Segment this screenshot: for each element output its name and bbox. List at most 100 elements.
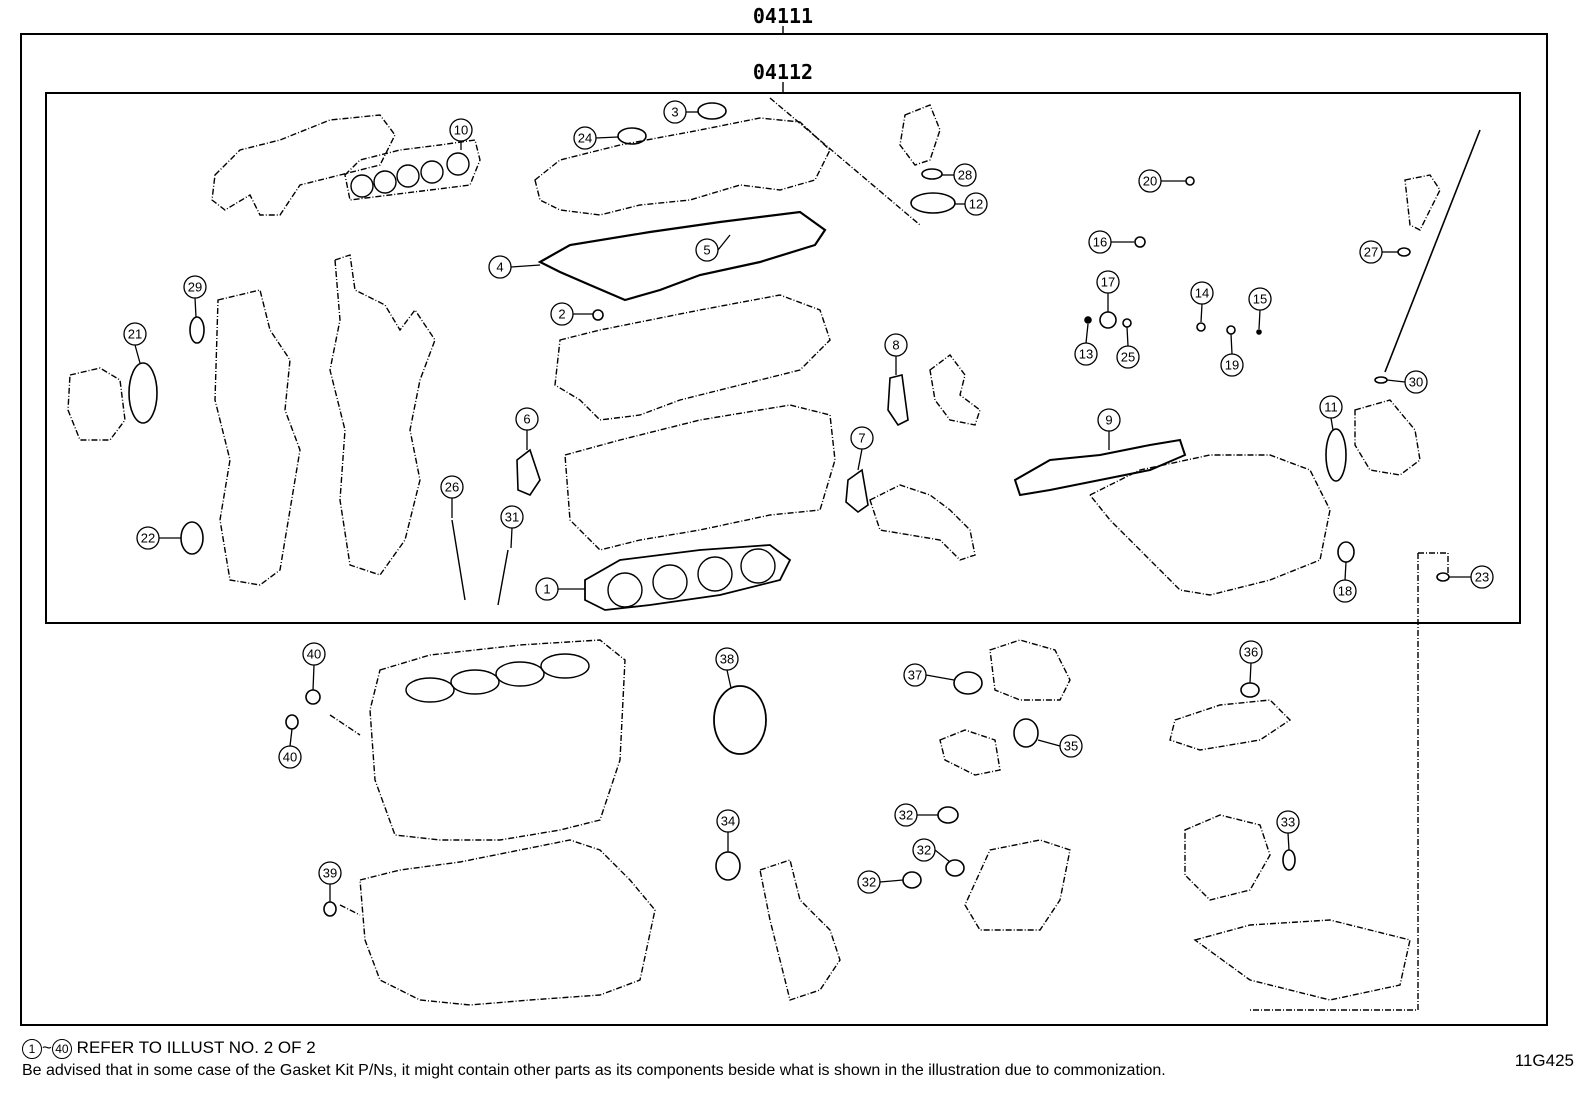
water-pump-rear — [1184, 814, 1271, 901]
callout-number: 33 — [1281, 815, 1295, 830]
callout-23 — [1449, 565, 1494, 589]
callout-15 — [1248, 287, 1272, 330]
exhaust-manifold-gasket — [344, 139, 481, 201]
camshaft-housing — [554, 294, 831, 421]
oil-pump — [759, 859, 841, 1001]
callout-number: 12 — [969, 197, 983, 212]
callout-number: 38 — [720, 652, 734, 667]
outer-kit-box — [20, 33, 1548, 1026]
callout-14 — [1190, 281, 1214, 323]
callout-number: 20 — [1143, 174, 1157, 189]
inner-kit-box — [45, 92, 1521, 624]
callout-number: 25 — [1121, 350, 1135, 365]
gasket-35 — [1013, 718, 1039, 748]
egr-valve — [939, 729, 1001, 776]
rear-oil-seal — [713, 685, 767, 755]
callout-18 — [1333, 561, 1357, 603]
timing-chain-cover — [214, 289, 301, 586]
callout-number: 31 — [505, 510, 519, 525]
gasket-7 — [845, 468, 869, 514]
callout-17 — [1096, 270, 1120, 312]
intake-manifold — [1088, 454, 1331, 596]
callout-number: 39 — [323, 866, 337, 881]
callout-34 — [716, 809, 740, 852]
callout-30 — [1386, 370, 1428, 394]
callout-32c — [857, 870, 904, 894]
gasket-37 — [953, 671, 983, 695]
callout-40b — [278, 728, 302, 769]
exhaust-manifold — [211, 114, 396, 216]
callout-number: 13 — [1079, 347, 1093, 362]
callout-number: 40 — [307, 647, 321, 662]
range-end-badge: 40 — [51, 1038, 72, 1059]
callout-number: 34 — [721, 814, 735, 829]
lower-crankcase — [359, 839, 656, 1006]
timing-cover-2 — [329, 254, 436, 576]
callout-number: 36 — [1244, 645, 1258, 660]
oil-seal-34 — [715, 851, 741, 881]
callout-19 — [1220, 333, 1244, 377]
callout-number: 17 — [1101, 275, 1115, 290]
callout-31 — [500, 505, 524, 549]
callout-5 — [695, 234, 731, 262]
dipstick-guide — [1404, 174, 1441, 231]
oil-seal-22 — [180, 521, 204, 555]
callout-9 — [1097, 408, 1121, 450]
callout-32a — [894, 803, 938, 827]
callout-24 — [573, 126, 619, 150]
callout-8 — [884, 333, 908, 375]
callout-number: 16 — [1093, 235, 1107, 250]
callout-2 — [550, 302, 593, 326]
outer-kit-code: 04111 — [752, 4, 814, 28]
gasket-12 — [910, 192, 956, 214]
callout-33 — [1276, 810, 1300, 851]
callout-number: 7 — [858, 431, 865, 446]
callout-10 — [449, 118, 473, 150]
callout-26 — [440, 475, 464, 518]
callout-number: 28 — [958, 168, 972, 183]
callout-29 — [183, 275, 207, 318]
callout-number: 32 — [862, 875, 876, 890]
callout-21 — [123, 322, 147, 364]
callout-number: 11 — [1324, 400, 1338, 415]
callout-22 — [136, 526, 181, 550]
callout-number: 32 — [917, 843, 931, 858]
oil-filler-cap-gasket — [697, 102, 727, 120]
callout-number: 14 — [1195, 286, 1209, 301]
thermostat-housing — [899, 104, 941, 166]
callout-40a — [302, 642, 326, 691]
callout-number: 9 — [1105, 413, 1112, 428]
callout-6 — [515, 407, 539, 450]
callout-number: 24 — [578, 131, 592, 146]
range-separator: ~ — [42, 1038, 52, 1057]
callout-number: 19 — [1225, 358, 1239, 373]
callout-37 — [903, 663, 955, 687]
callout-35 — [1037, 734, 1083, 758]
callout-number: 10 — [454, 123, 468, 138]
inner-kit-code: 04112 — [752, 60, 814, 84]
callout-39 — [318, 861, 342, 902]
callout-36 — [1239, 640, 1263, 684]
callout-38 — [715, 647, 739, 689]
refer-text: REFER TO ILLUST NO. 2 OF 2 — [76, 1038, 316, 1057]
callout-number: 5 — [703, 243, 710, 258]
callout-number: 8 — [892, 338, 899, 353]
callout-number: 23 — [1475, 570, 1489, 585]
throttle-body — [1354, 399, 1421, 476]
callout-1 — [535, 577, 585, 601]
callout-number: 29 — [188, 280, 202, 295]
plug-seal-24 — [617, 127, 647, 145]
callout-7 — [850, 426, 874, 471]
callout-28 — [942, 163, 977, 187]
callout-number: 6 — [523, 412, 530, 427]
gasket-6 — [516, 448, 541, 496]
gasket-8 — [887, 374, 909, 427]
callout-number: 1 — [543, 582, 550, 597]
cylinder-head-cover — [534, 117, 831, 216]
water-outlet — [929, 354, 981, 426]
callout-number: 27 — [1364, 245, 1378, 260]
illustration-id: 11G425 — [1514, 1051, 1574, 1070]
range-start-badge: 1 — [22, 1038, 42, 1059]
footer-refer-line: 1~40 REFER TO ILLUST NO. 2 OF 2 — [22, 1038, 316, 1059]
